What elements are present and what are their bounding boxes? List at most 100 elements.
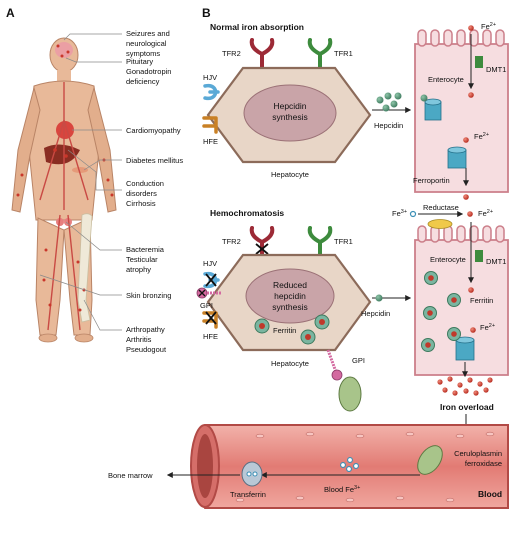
normal-enterocyte-label: Enterocyte xyxy=(428,75,464,84)
condition-line: Arthropathy xyxy=(126,325,165,334)
bone-marrow-label: Bone marrow xyxy=(108,471,153,480)
condition-line: Diabetes mellitus xyxy=(126,156,183,165)
condition-line: Seizures and xyxy=(126,29,170,38)
normal-core-line-1: Hepcidin xyxy=(273,101,306,111)
condition-item: Diabetes mellitus xyxy=(126,156,183,165)
normal-ferroportin-label: Ferroportin xyxy=(413,176,450,185)
hemo-gpi-right-label: GPI xyxy=(352,356,365,365)
hfe-receptor xyxy=(202,116,218,134)
hjv-label: HJV xyxy=(203,73,217,82)
condition-line: Arthritis xyxy=(126,335,152,344)
condition-line: Skin bronzing xyxy=(126,291,171,300)
hemo-fe2-mid: Fe2+ xyxy=(480,323,495,332)
hemo-hepcidin-label: Hepcidin xyxy=(361,309,390,318)
condition-line: Bacteremia xyxy=(126,245,165,254)
hepcidin-cluster-normal xyxy=(376,92,402,112)
condition-line: symptoms xyxy=(126,49,160,58)
ceruloplasmin-line-1: Ceruloplasmin xyxy=(454,449,502,458)
hemo-title: Hemochromatosis xyxy=(210,208,284,218)
condition-line: Cirrhosis xyxy=(126,199,156,208)
condition-line: deficiency xyxy=(126,77,160,86)
hemo-hjv-receptor xyxy=(203,271,220,289)
hemo-hfe-label: HFE xyxy=(203,332,218,341)
blood-vessel xyxy=(190,424,509,509)
transferrin-label: Transferrin xyxy=(230,490,266,499)
hemo-gpi-left xyxy=(196,287,222,299)
blood-label: Blood xyxy=(478,489,502,499)
tfr1-receptor xyxy=(307,38,333,72)
condition-list: Seizures andneurologicalsymptomsPituitar… xyxy=(126,29,183,354)
hjv-receptor xyxy=(203,83,220,101)
hemo-core-line-3: synthesis xyxy=(272,302,307,312)
hemo-hjv-label: HJV xyxy=(203,259,217,268)
svg-text:Fe2+: Fe2+ xyxy=(480,323,495,332)
iron-overload-cluster xyxy=(437,376,493,396)
condition-line: disorders xyxy=(126,189,157,198)
normal-fe2-top: Fe2+ xyxy=(481,22,496,31)
svg-text:Blood Fe3+: Blood Fe3+ xyxy=(324,485,360,494)
normal-enterocyte xyxy=(414,29,509,193)
svg-text:Fe3+: Fe3+ xyxy=(392,209,407,218)
blood-fe-label: Blood Fe3+ xyxy=(324,485,360,494)
body-leader-lines xyxy=(39,33,122,331)
hemo-ferritin-gut-label: Ferritin xyxy=(470,296,493,305)
ceruloplasmin xyxy=(417,445,443,475)
hemo-fe2-top: Fe2+ xyxy=(478,209,493,218)
hemo-gpi-left-label: GPI xyxy=(200,301,213,310)
hemo-tfr2-label: TFR2 xyxy=(222,237,241,246)
normal-hepcidin-label: Hepcidin xyxy=(374,121,403,130)
normal-hepatocyte xyxy=(206,66,372,164)
condition-line: Conduction xyxy=(126,179,164,188)
hemo-fe3: Fe3+ xyxy=(392,209,407,218)
gut-ferritin-particles xyxy=(421,271,461,352)
tfr1-label: TFR1 xyxy=(334,49,353,58)
normal-core-line-2: synthesis xyxy=(272,112,307,122)
hemo-reductase-label: Reductase xyxy=(423,203,459,212)
panel-b-label: B xyxy=(202,6,211,20)
hemo-iron-flow xyxy=(462,222,476,378)
condition-item: Cardiomyopathy xyxy=(126,126,181,135)
tfr2-label: TFR2 xyxy=(222,49,241,58)
tfr2-receptor xyxy=(249,38,275,72)
normal-hepatocyte-label: Hepatocyte xyxy=(271,170,309,179)
hemo-tfr1-label: TFR1 xyxy=(334,237,353,246)
condition-line: Testicular xyxy=(126,255,158,264)
svg-text:Fe2+: Fe2+ xyxy=(478,209,493,218)
transferrin-molecule xyxy=(241,461,263,487)
normal-fe2-mid: Fe2+ xyxy=(474,132,489,141)
hemo-core-line-1: Reduced xyxy=(273,280,307,290)
condition-line: Pseudogout xyxy=(126,345,167,354)
hemo-dmt1-label: DMT1 xyxy=(486,257,506,266)
svg-text:Fe2+: Fe2+ xyxy=(474,132,489,141)
hemo-gpi-anchor-right xyxy=(326,349,362,412)
condition-line: Gonadotropin xyxy=(126,67,171,76)
hemo-reductase xyxy=(409,210,473,229)
hemo-core-line-2: hepcidin xyxy=(274,291,306,301)
normal-iron-flow xyxy=(463,25,474,200)
condition-item: Skin bronzing xyxy=(126,291,171,300)
normal-title: Normal iron absorption xyxy=(210,22,304,32)
hfe-label: HFE xyxy=(203,137,218,146)
hemo-hfe-receptor xyxy=(202,311,218,329)
condition-line: atrophy xyxy=(126,265,151,274)
hemo-hepcidin-particle xyxy=(375,294,383,302)
hemo-hepatocyte xyxy=(206,253,372,352)
condition-line: neurological xyxy=(126,39,167,48)
hemo-tfr2-receptor xyxy=(249,226,275,258)
hemo-hepatocyte-label: Hepatocyte xyxy=(271,359,309,368)
normal-dmt1-label: DMT1 xyxy=(486,65,506,74)
hemo-enterocyte xyxy=(414,225,509,376)
condition-line: Pituitary xyxy=(126,57,153,66)
hemo-enterocyte-label: Enterocyte xyxy=(430,255,466,264)
svg-text:Fe2+: Fe2+ xyxy=(481,22,496,31)
blood-fe3-particles xyxy=(340,457,359,472)
liver-ferritin-particles xyxy=(254,314,330,345)
panel-a-label: A xyxy=(6,6,15,20)
condition-line: Cardiomyopathy xyxy=(126,126,181,135)
